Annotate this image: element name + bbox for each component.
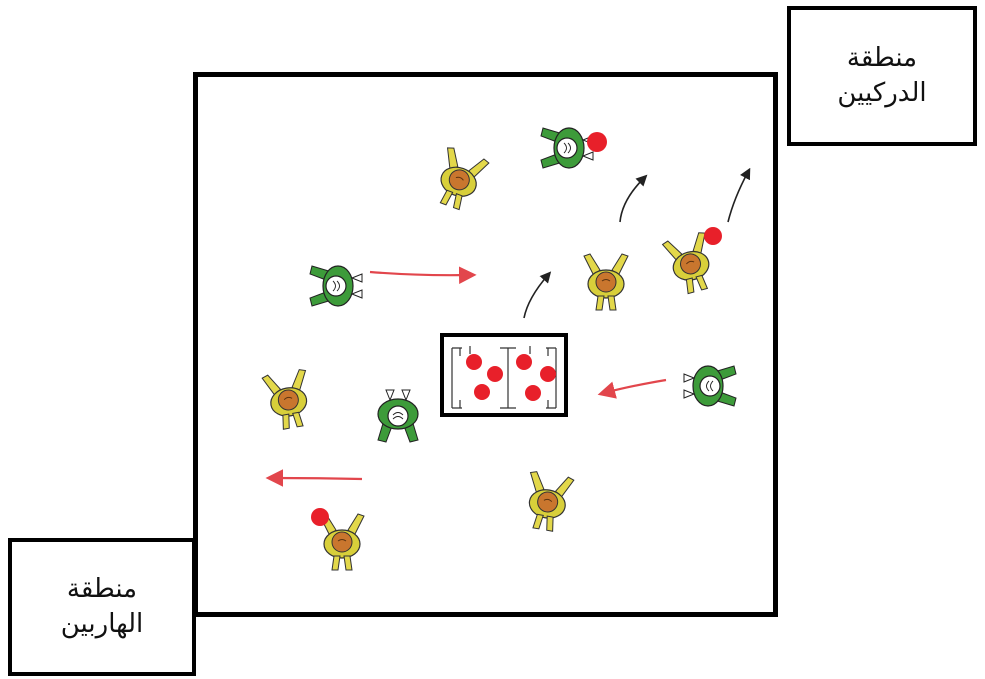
- player-yellow-icon: [262, 369, 315, 432]
- player-green-icon: [378, 390, 418, 442]
- player-yellow-icon: [429, 146, 489, 214]
- ball-icon: [525, 385, 541, 401]
- ball-icon: [466, 354, 482, 370]
- player-green-icon: [541, 128, 593, 168]
- player-yellow-icon: [521, 471, 574, 534]
- arrow-icon: [604, 380, 666, 393]
- ball-icon: [487, 366, 503, 382]
- ball-icon: [540, 366, 556, 382]
- arrow-icon: [272, 478, 362, 479]
- player-green-icon: [684, 366, 736, 406]
- ball-icon: [704, 227, 722, 245]
- arrow-icon: [524, 275, 548, 318]
- arrow-icon: [728, 172, 748, 222]
- ball-icon: [311, 508, 329, 526]
- arrow-icon: [370, 272, 470, 275]
- ball-icon: [474, 384, 490, 400]
- center-ball-box: [442, 335, 566, 415]
- player-green-icon: [310, 266, 362, 306]
- player-yellow-icon: [584, 254, 628, 310]
- ball-icon: [587, 132, 607, 152]
- arrow-icon: [620, 178, 644, 222]
- ball-icon: [516, 354, 532, 370]
